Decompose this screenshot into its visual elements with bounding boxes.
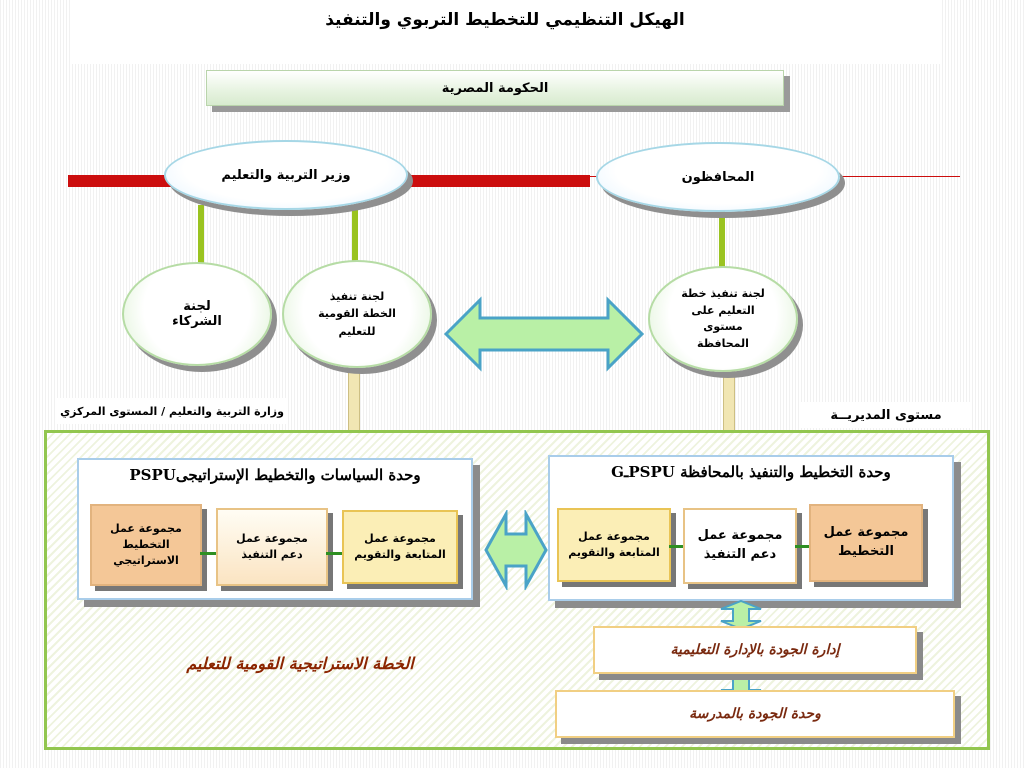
quality-educational-admin: إدارة الجودة بالإدارة التعليمية (593, 626, 917, 674)
plan-name: الخطة الاستراتيجية القومية للتعليم (186, 654, 414, 673)
committee-line: للتعليم (338, 324, 376, 338)
connector-post (352, 205, 358, 265)
governors-oval: المحافظون (596, 142, 840, 212)
group-line: دعم التنفيذ (703, 547, 777, 562)
committee-line: مستوى (703, 320, 743, 333)
minister-oval: وزير التربية والتعليم (164, 140, 408, 210)
group-line: دعم التنفيذ (241, 548, 303, 561)
panel-title: GـPSPU وحدة التخطيط والتنفيذ بالمحافظة (611, 463, 891, 481)
group-line: الاستراتيجي (113, 553, 179, 567)
monitoring-evaluation-group: مجموعة عمل المتابعة والتقويم (342, 510, 458, 584)
group-line: مجموعة عمل (364, 532, 436, 546)
group-line: التخطيط (122, 538, 170, 552)
connector-post (348, 368, 360, 432)
group-connector (795, 545, 811, 548)
connector-post (198, 205, 204, 265)
group-line: التخطيط (838, 544, 894, 559)
central-level-label: وزارة التربية والتعليم / المستوى المركزي (56, 398, 288, 424)
double-arrow-icon (484, 510, 548, 590)
committee-line: الشركاء (172, 314, 222, 329)
committee-line: لجنة (183, 299, 211, 314)
national-plan-committee: لجنة تنفيذ الخطة القومية للتعليم (282, 260, 432, 368)
group-line: مجموعة عمل (236, 532, 308, 546)
group-connector (326, 552, 344, 555)
implementation-support-group: مجموعة عمل دعم التنفيذ (216, 508, 328, 586)
committee-line: الخطة القومية (318, 307, 396, 321)
implementation-support-group: مجموعة عمل دعم التنفيذ (683, 508, 797, 584)
group-line: مجموعة عمل (110, 522, 182, 536)
committee-line: التعليم على (691, 303, 755, 317)
committee-line: لجنة تنفيذ (329, 290, 385, 304)
group-line: مجموعة عمل (697, 528, 783, 544)
connector-post (723, 370, 735, 432)
group-line: المتابعة والتقويم (568, 546, 660, 559)
governorate-plan-committee: لجنة تنفيذ خطة التعليم على مستوى المحافظ… (648, 266, 798, 372)
strategic-planning-group: مجموعة عمل التخطيط الاستراتيجي (90, 504, 202, 586)
planning-group: مجموعة عمل التخطيط (809, 504, 923, 582)
page-title: الهيكل التنظيمي للتخطيط التربوي والتنفيذ (325, 10, 685, 30)
directorate-level-label: مستوى المديريــة (800, 402, 972, 428)
group-connector (669, 545, 685, 548)
monitoring-evaluation-group: مجموعة عمل المتابعة والتقويم (557, 508, 671, 582)
committee-line: المحافظة (697, 336, 749, 350)
quality-school-unit: وحدة الجودة بالمدرسة (555, 690, 955, 738)
partners-committee: لجنة الشركاء (122, 262, 272, 366)
group-connector (200, 552, 218, 555)
committee-line: لجنة تنفيذ خطة (681, 287, 765, 300)
group-line: المتابعة والتقويم (354, 548, 446, 561)
group-line: مجموعة عمل (578, 530, 650, 544)
title-band: الهيكل التنظيمي للتخطيط التربوي والتنفيذ (70, 0, 940, 64)
group-line: مجموعة عمل (823, 525, 909, 541)
panel-title: PSPUوحدة السياسات والتخطيط الإستراتيجى (129, 466, 421, 484)
double-arrow-icon (444, 296, 644, 372)
government-box: الحكومة المصرية (206, 70, 784, 106)
connector-post (719, 210, 725, 270)
